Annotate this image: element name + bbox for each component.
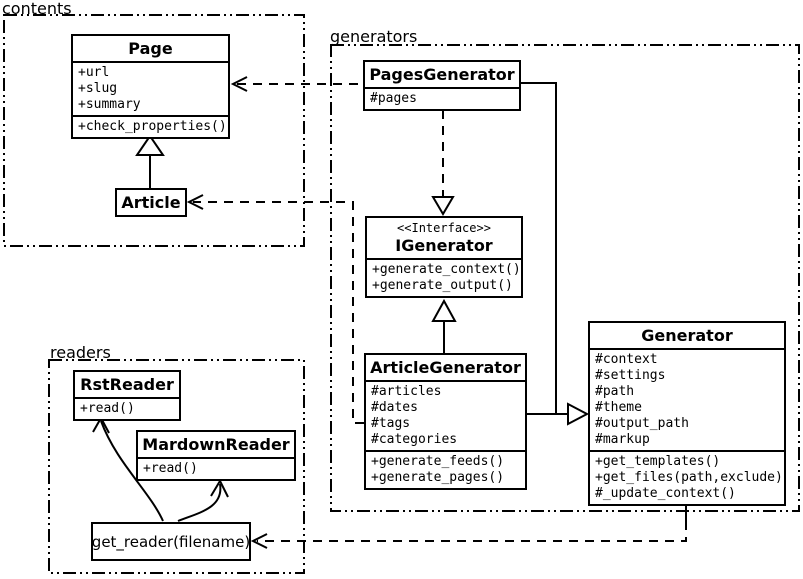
class-box-page: Page +url +slug +summary +check_properti… bbox=[71, 34, 230, 139]
class-box-articlegenerator: ArticleGenerator #articles #dates #tags … bbox=[364, 353, 527, 490]
attributes-section-pagesgenerator: #pages bbox=[365, 87, 519, 109]
attribute: #markup bbox=[595, 432, 650, 447]
attribute: +summary bbox=[78, 97, 141, 112]
attributes-section-generator: #context #settings #path #theme #output_… bbox=[590, 348, 784, 450]
attribute: #pages bbox=[370, 91, 417, 106]
stereotype-interface: <<Interface>> bbox=[397, 221, 491, 235]
class-name-page: Page bbox=[128, 39, 173, 58]
call-curve-getreader-mardownreader bbox=[177, 483, 222, 522]
inheritance-triangle-generator bbox=[567, 402, 590, 426]
package-border-generators bbox=[330, 44, 800, 512]
package-border-readers bbox=[48, 359, 305, 574]
class-name-mardownreader: MardownReader bbox=[142, 435, 290, 454]
class-box-mardownreader: MardownReader +read() bbox=[136, 430, 296, 481]
attribute: #theme bbox=[595, 400, 642, 415]
method: +check_properties() bbox=[78, 119, 227, 134]
package-label-contents: contents bbox=[2, 0, 72, 18]
method: #_update_context() bbox=[595, 486, 736, 501]
methods-section-igenerator: +generate_context() +generate_output() bbox=[367, 258, 521, 296]
method: +generate_feeds() bbox=[371, 454, 505, 469]
attribute: +url bbox=[78, 65, 110, 80]
methods-section-articlegenerator: +generate_feeds() +generate_pages() bbox=[366, 450, 525, 488]
class-name-rstreader: RstReader bbox=[80, 375, 174, 394]
method: +read() bbox=[143, 461, 198, 476]
class-name-article: Article bbox=[121, 193, 181, 212]
realization-triangle-igenerator bbox=[431, 196, 455, 216]
class-header-igenerator: <<Interface>> IGenerator bbox=[367, 218, 521, 258]
package-border-contents bbox=[3, 14, 305, 247]
attribute: #settings bbox=[595, 368, 666, 383]
class-box-pagesgenerator: PagesGenerator #pages bbox=[363, 60, 521, 111]
package-label-generators: generators bbox=[330, 27, 418, 46]
class-box-igenerator: <<Interface>> IGenerator +generate_conte… bbox=[365, 216, 523, 298]
function-box-get-reader: get_reader(filename) bbox=[91, 522, 251, 561]
attributes-section-page: +url +slug +summary bbox=[73, 61, 228, 115]
attribute: #output_path bbox=[595, 416, 689, 431]
class-name-pagesgenerator: PagesGenerator bbox=[369, 65, 515, 84]
function-name-get-reader: get_reader(filename) bbox=[91, 532, 251, 551]
class-name-igenerator: IGenerator bbox=[395, 236, 493, 255]
method: +get_templates() bbox=[595, 454, 721, 469]
dependency-line-articlegenerator-article bbox=[193, 201, 364, 424]
methods-section-mardownreader: +read() bbox=[138, 457, 294, 479]
dependency-arrowhead-article bbox=[186, 194, 204, 210]
dependency-line-generator-getreader bbox=[257, 521, 687, 542]
methods-section-rstreader: +read() bbox=[75, 397, 179, 419]
attribute: #tags bbox=[371, 416, 411, 431]
attribute: #dates bbox=[371, 400, 418, 415]
attribute: #articles bbox=[371, 384, 442, 399]
call-arrowhead-mardownreader bbox=[210, 478, 229, 498]
call-curve-getreader-rstreader bbox=[100, 420, 164, 522]
attributes-section-articlegenerator: #articles #dates #tags #categories bbox=[366, 380, 525, 450]
attribute: #context bbox=[595, 352, 658, 367]
inheritance-triangle-article-page bbox=[135, 134, 165, 156]
method: +read() bbox=[80, 401, 135, 416]
method: +get_files(path,exclude) bbox=[595, 470, 783, 485]
method: +generate_output() bbox=[372, 278, 513, 293]
attribute: #categories bbox=[371, 432, 458, 447]
inheritance-triangle-igenerator bbox=[431, 298, 457, 322]
method: +generate_pages() bbox=[371, 470, 505, 485]
method: +generate_context() bbox=[372, 262, 521, 277]
attribute: +slug bbox=[78, 81, 118, 96]
class-box-generator: Generator #context #settings #path #them… bbox=[588, 321, 786, 506]
class-box-article: Article bbox=[115, 188, 187, 217]
inheritance-line-generators-generator bbox=[520, 82, 557, 415]
methods-section-page: +check_properties() bbox=[73, 115, 228, 137]
class-name-articlegenerator: ArticleGenerator bbox=[370, 358, 521, 377]
methods-section-generator: +get_templates() +get_files(path,exclude… bbox=[590, 450, 784, 504]
class-name-generator: Generator bbox=[641, 326, 733, 345]
dependency-arrowhead-getreader bbox=[250, 533, 268, 549]
class-box-rstreader: RstReader +read() bbox=[73, 370, 181, 421]
attribute: #path bbox=[595, 384, 635, 399]
package-label-readers: readers bbox=[50, 343, 111, 362]
dependency-arrowhead-page bbox=[230, 76, 248, 92]
